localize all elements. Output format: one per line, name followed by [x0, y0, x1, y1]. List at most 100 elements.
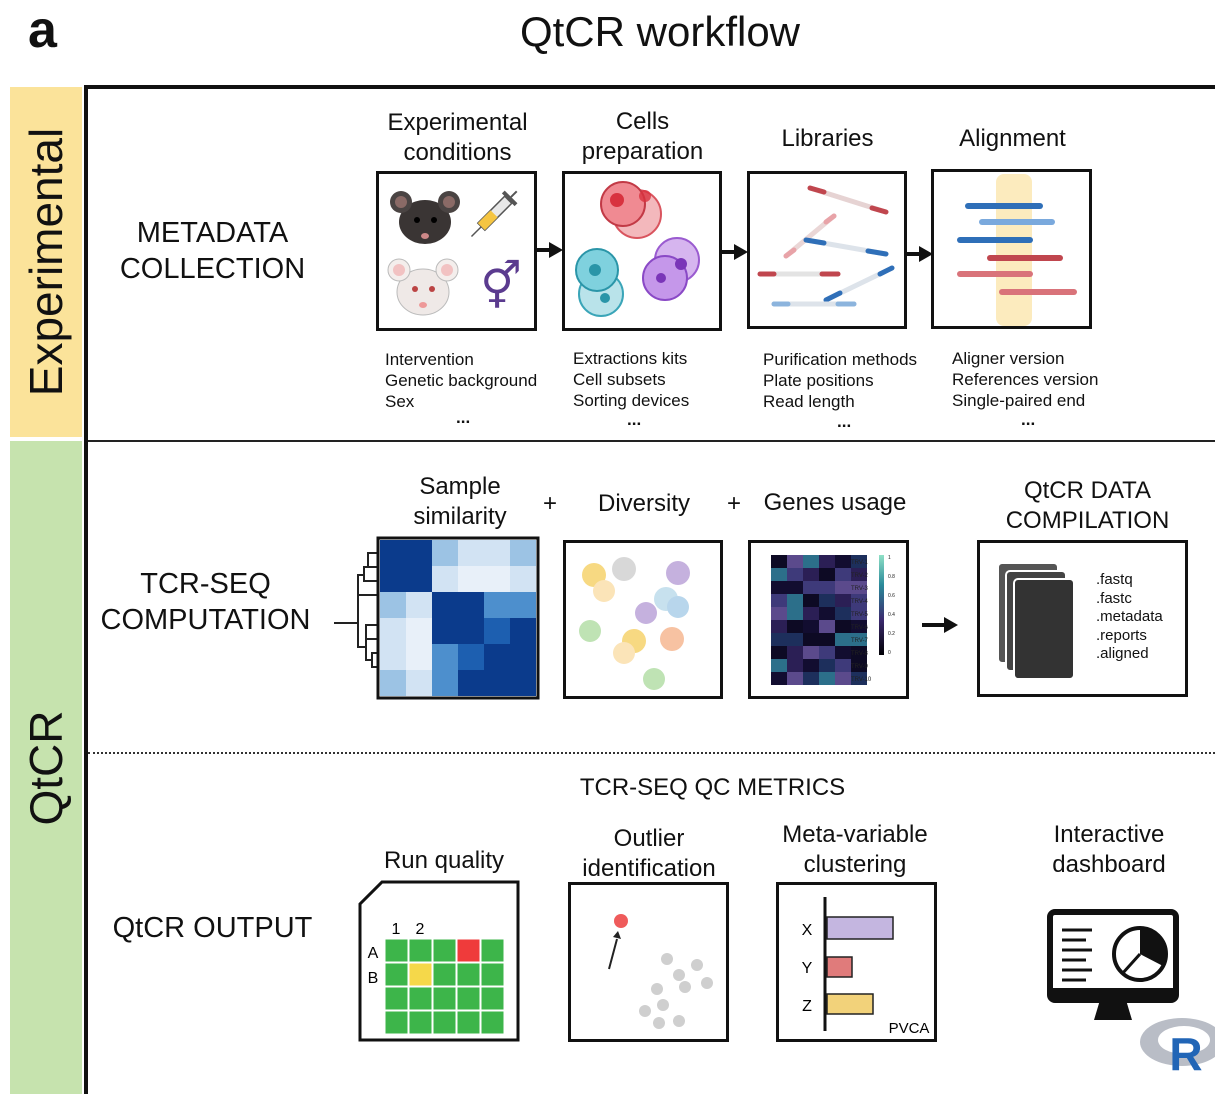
plate-well [408, 938, 433, 963]
gene-heatmap-cell [819, 672, 835, 685]
heatmap-cell [380, 670, 406, 696]
aligned-reads-icon [957, 203, 1077, 295]
plate-well [432, 938, 457, 963]
plate-well [480, 986, 505, 1011]
heatmap-cell [406, 670, 432, 696]
run-quality-header: Run quality [383, 847, 505, 874]
file-stack-icon [997, 562, 1075, 680]
heatmap-cell [458, 670, 484, 696]
heatmap-cell [432, 670, 458, 696]
gene-heatmap-cell [787, 555, 803, 568]
heatmap-cell [380, 566, 406, 592]
gene-label: TRV-4 [851, 599, 869, 605]
plate-well [384, 1010, 409, 1035]
heatmap-cell [380, 644, 406, 670]
text-lines-icon [1062, 928, 1092, 982]
gene-heatmap-cell [787, 672, 803, 685]
qtcr-output-label: QtCR OUTPUT [112, 912, 313, 944]
outlier-arrow-icon [608, 931, 621, 970]
sample-points [639, 953, 713, 1029]
gene-label: TRV-2 [851, 573, 869, 579]
bar-y [826, 956, 853, 978]
heatmap-cell [510, 644, 536, 670]
heatmap-cells [380, 540, 536, 696]
gene-heatmap-cell [851, 659, 867, 672]
gene-label: TRV-8 [851, 651, 869, 657]
more-ellipsis: ... [456, 408, 471, 427]
heatmap-cell [510, 592, 536, 618]
diagram-title: QtCR workflow [519, 8, 801, 55]
gene-heatmap-cell [787, 581, 803, 594]
qtcr-band-label: QtCR [20, 710, 72, 825]
gene-heatmap-cell [819, 607, 835, 620]
red-cells-icon [600, 181, 662, 239]
genes-usage-header: Genes usage [763, 489, 907, 516]
gene-heatmap-cell [851, 620, 867, 633]
heatmap-cell [432, 592, 458, 618]
plate-well [408, 986, 433, 1011]
plus-sign: + [543, 490, 558, 517]
plate-well [408, 962, 433, 987]
heatmap-cell [510, 540, 536, 566]
gene-heatmap-cell [787, 594, 803, 607]
heatmap-cell [484, 644, 510, 670]
sample-similarity-heatmap [334, 536, 540, 700]
gene-heatmap-cell [819, 620, 835, 633]
plus-sign: + [727, 490, 742, 517]
meta-variable-clustering-header: Meta-variable clustering [782, 821, 928, 878]
gene-label: TRV-10 [851, 677, 872, 683]
gene-heatmap-cell [851, 581, 867, 594]
gene-label: TRV-6 [851, 625, 869, 631]
heatmap-cell [406, 540, 432, 566]
plate-well [432, 986, 457, 1011]
outlier-box [568, 882, 729, 1042]
gene-heatmap-cell [835, 581, 851, 594]
cells-preparation-header: Cells preparation [581, 108, 704, 165]
gene-heatmap-cell [803, 672, 819, 685]
diversity-header: Diversity [597, 490, 690, 517]
heatmap-cell [380, 540, 406, 566]
plate-well [384, 962, 409, 987]
dashboard-monitor-icon: R [1047, 909, 1215, 1080]
gene-heatmap-cell [819, 659, 835, 672]
gene-heatmap-cell [787, 607, 803, 620]
file-extensions-list: .fastq .fastc .metadata .reports .aligne… [1096, 571, 1163, 662]
gene-labels: TRV-1TRV-2TRV-3TRV-4TRV-5TRV-6TRV-7TRV-8… [851, 560, 872, 683]
gene-heatmap-cell [835, 646, 851, 659]
arrow-right-icon [535, 242, 563, 258]
gene-heatmap-cell [851, 633, 867, 646]
gene-heatmap-cell [787, 646, 803, 659]
scale-label: 0.4 [888, 612, 895, 618]
gene-heatmap-cell [803, 568, 819, 581]
outlier-point [614, 914, 628, 928]
gene-heatmap-cell [851, 607, 867, 620]
heatmap-cell [458, 618, 484, 644]
gene-heatmap-cell [803, 620, 819, 633]
plate-row-label: B [368, 970, 379, 987]
bar-z [826, 993, 874, 1015]
gene-label: TRV-3 [851, 586, 869, 592]
alignment-highlight [996, 174, 1032, 326]
gene-heatmap-cell [803, 659, 819, 672]
experimental-conditions-header: Experimental conditions [387, 109, 528, 166]
panel-letter: a [28, 1, 57, 59]
gene-heatmap-cell [771, 646, 787, 659]
gene-heatmap-cell [819, 555, 835, 568]
gene-heatmap-cell [851, 568, 867, 581]
run-quality-plate: 1 2 A B [358, 880, 520, 1042]
plate-well [384, 938, 409, 963]
tcr-seq-computation-label: TCR-SEQ COMPUTATION [100, 568, 311, 636]
libraries-box [747, 171, 907, 329]
gene-heatmap-cell [819, 594, 835, 607]
heatmap-cell [380, 618, 406, 644]
arrow-right-icon [905, 246, 933, 262]
heatmap-cell [510, 618, 536, 644]
heatmap-cell [458, 566, 484, 592]
r-logo-icon: R [1140, 1018, 1215, 1080]
gene-heatmap-cell [851, 555, 867, 568]
gene-label: TRV-5 [851, 612, 869, 618]
gene-heatmap-cell [803, 633, 819, 646]
gene-heatmap-cell [787, 568, 803, 581]
bar-label-y: Y [802, 960, 813, 977]
